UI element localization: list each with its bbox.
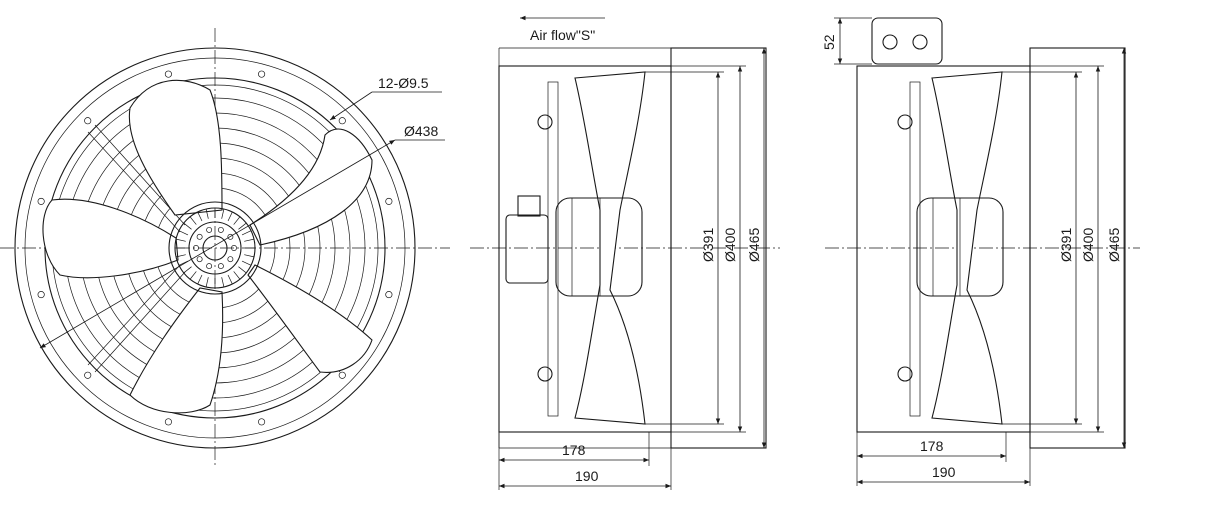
hub-slot [206,226,213,233]
dim-left-190: 190 [575,468,599,484]
hub-slot [196,233,203,240]
holes-leader [329,91,373,121]
gland-1 [882,34,898,50]
bolt-hole [385,291,393,299]
bolt-hole [338,117,346,125]
holes-label: 12-Ø9.5 [378,75,429,91]
blade-bottom [129,287,224,414]
front-view: 12-Ø9.5 Ø438 [0,28,450,466]
side-view-right: 52 Ø391 Ø400 Ø465 178 [821,17,1140,486]
bolt-hole [84,371,92,379]
dim-left-400: Ø400 [722,228,738,262]
hub-slot [206,263,213,270]
dim-left-465: Ø465 [746,228,762,262]
dim-left-178: 178 [562,442,586,458]
hub-slot [196,256,203,263]
clip-top-right [897,114,913,130]
dim-terminal-52: 52 [821,34,837,50]
terminal-box-top [871,17,943,65]
gland-2 [912,34,928,50]
bolt-hole [338,371,346,379]
clip-bottom-left [537,366,553,382]
terminal-box-left [505,214,549,284]
blade-top [128,79,223,216]
bolt-hole [385,197,393,205]
flange-outer-circle [14,47,416,449]
hub-slot [217,226,224,233]
blade-left [42,198,179,279]
blade-right [249,128,373,246]
cable-gland-left [517,195,541,217]
clip-top-left [537,114,553,130]
mount-plate-right [909,81,921,417]
dim-left-391: Ø391 [700,228,716,262]
dim-right-391: Ø391 [1058,228,1074,262]
bolt-hole [37,197,45,205]
dim-right-178: 178 [920,438,944,454]
clip-bottom-right [897,366,913,382]
motor-body-left [555,197,643,297]
dim-right-190: 190 [932,464,956,480]
hub-slot [217,263,224,270]
dim-right-465: Ø465 [1106,228,1122,262]
flange-inner-circle [24,57,406,439]
pcd-label: Ø438 [404,123,438,139]
hub-slot [227,256,234,263]
side-view-left: Air flow"S" Ø391 Ø400 Ø465 [470,15,780,490]
bolt-hole [84,117,92,125]
airflow-label: Air flow"S" [530,27,595,43]
bolt-hole [164,70,172,78]
bolt-hole [258,70,266,78]
bolt-hole [258,418,266,426]
dim-right-400: Ø400 [1080,228,1096,262]
bolt-hole [164,418,172,426]
bolt-hole [37,291,45,299]
pcd-dimension-line [39,139,396,349]
